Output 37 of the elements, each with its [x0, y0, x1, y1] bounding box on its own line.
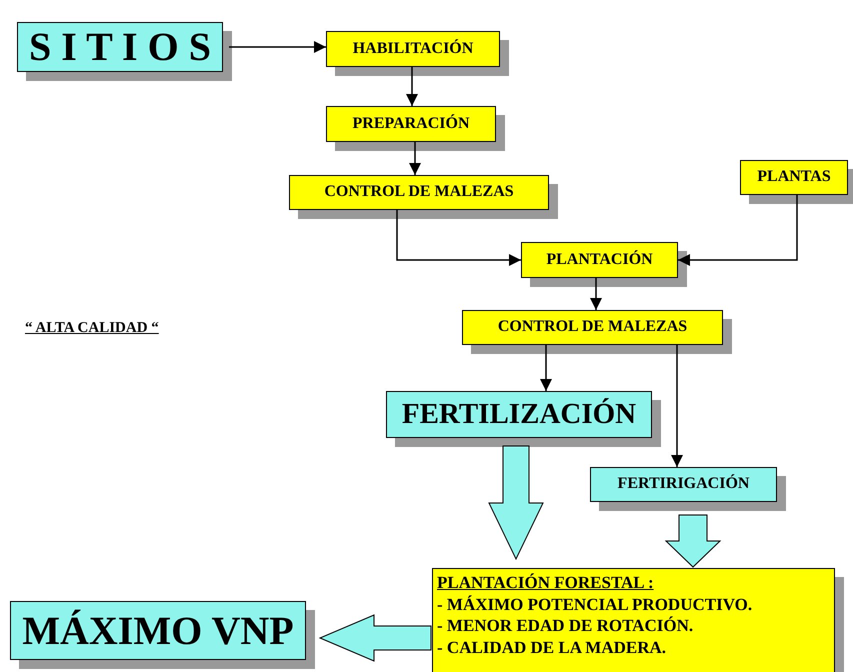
box-label: CONTROL DE MALEZAS [324, 183, 514, 202]
bullet-item: - MENOR EDAD DE ROTACIÓN. [437, 616, 694, 636]
arrow [229, 41, 326, 53]
highlight-box [386, 391, 652, 438]
arrow [406, 67, 418, 106]
process-box [521, 242, 678, 278]
box-label: PLANTACIÓN [546, 250, 653, 270]
box-label: HABILITACIÓN [352, 40, 474, 58]
bullet-item: - MÁXIMO POTENCIAL PRODUCTIVO. [437, 594, 752, 614]
process-box [289, 175, 549, 210]
box-label: FERTIRIGACIÓN [618, 475, 750, 494]
box-label: CONTROL DE MALEZAS [498, 318, 688, 337]
highlight-box [10, 601, 306, 660]
process-box [462, 310, 723, 345]
box-label: PLANTAS [757, 168, 831, 187]
box-label: FERTILIZACIÓN [402, 398, 636, 432]
block-arrow [664, 514, 722, 568]
arrow [409, 142, 421, 175]
arrow [540, 345, 552, 391]
process-box [326, 31, 500, 67]
box-label: S I T I O S [29, 24, 211, 70]
block-arrow [488, 446, 544, 560]
highlight-box [590, 467, 777, 502]
bullet-item: - CALIDAD DE LA MADERA. [437, 638, 666, 658]
process-box [326, 106, 496, 142]
box-label: PREPARACIÓN [352, 114, 470, 134]
process-box [432, 568, 835, 672]
arrow [671, 345, 683, 467]
box-label: MÁXIMO VNP [22, 608, 294, 654]
process-box [740, 160, 848, 195]
note-text: “ ALTA CALIDAD “ [25, 320, 159, 337]
highlight-box [17, 22, 223, 72]
arrow [396, 210, 521, 266]
box-heading: PLANTACIÓN FORESTAL : [437, 573, 654, 593]
arrow [678, 195, 798, 266]
block-arrow [318, 614, 432, 662]
arrow [590, 278, 602, 310]
